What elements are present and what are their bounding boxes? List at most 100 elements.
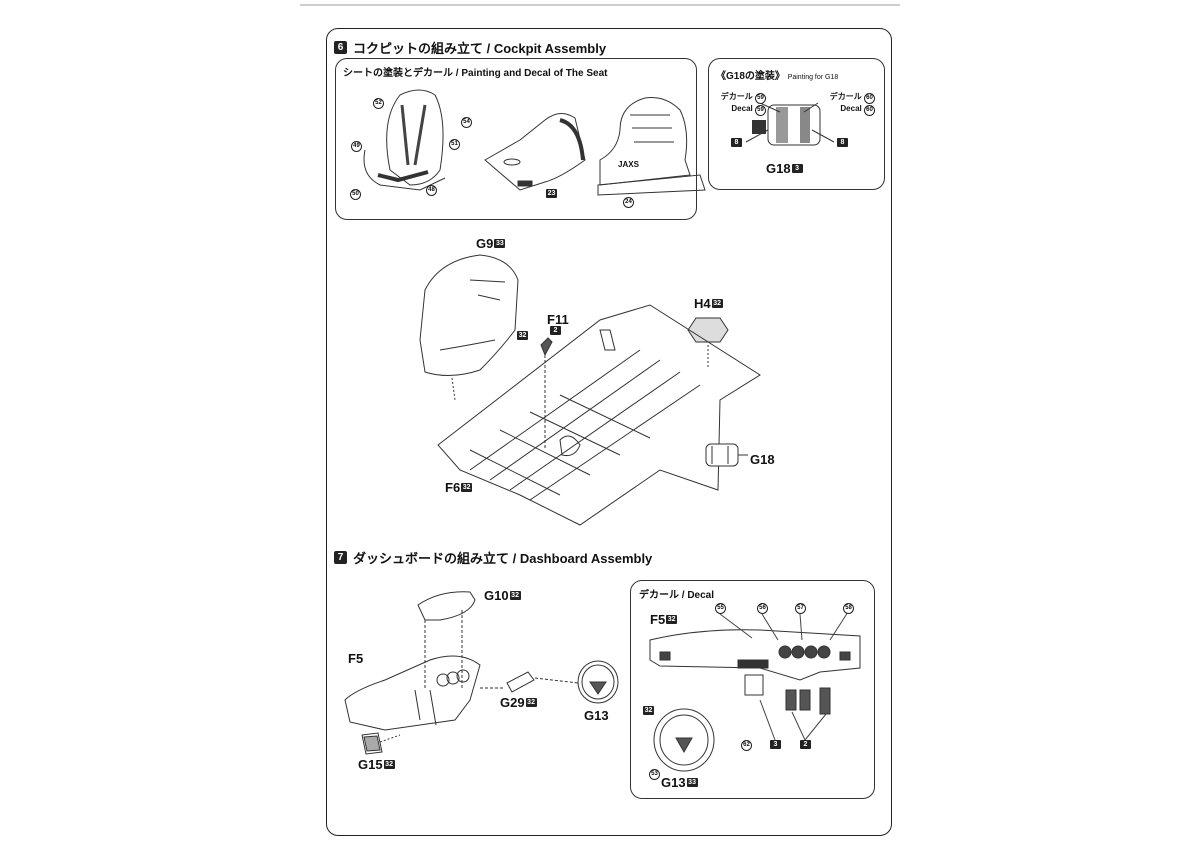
label-f5-text: F5 (348, 651, 364, 666)
g15-part (361, 732, 401, 755)
scan-edge (300, 4, 900, 6)
g18-right-decal-jp: デカール (829, 92, 862, 101)
label-f6-badge: 32 (461, 483, 473, 492)
seat-illustration-rear (597, 97, 706, 196)
decal-label-f5: F5 32 (650, 612, 678, 627)
callout-58: 58 (843, 603, 854, 614)
decal-label-g13-text: G13 (661, 775, 686, 790)
g18-painting-title-jp: 《G18の塗装》 (716, 71, 785, 82)
label-f11: F11 (547, 312, 569, 327)
callout-62: 62 (741, 740, 752, 751)
seat-logo: JAXS (618, 160, 639, 169)
callout-24: 24 (623, 197, 634, 208)
g18-painting-part-badge: 3 (791, 164, 803, 173)
g18-color-badge-right: 8 (837, 138, 848, 147)
g18-left-decal-en: Decal (731, 104, 753, 113)
label-g10: G10 32 (484, 588, 521, 603)
label-g9-badge: 33 (494, 239, 506, 248)
callout-51: 51 (449, 139, 460, 150)
g18-left-decal-jp: デカール (720, 92, 753, 101)
page-frame (326, 28, 892, 836)
label-g9: G9 33 (476, 236, 506, 251)
label-g9-text: G9 (476, 236, 494, 251)
decal-label-f5-badge: 32 (666, 615, 678, 624)
step-7-number: 7 (334, 551, 347, 564)
label-g15-text: G15 (358, 757, 383, 772)
callout-53: 53 (649, 769, 660, 780)
decal-box-title: デカール / Decal (639, 590, 715, 601)
decal-label-g13-badge: 33 (686, 778, 698, 787)
label-f5: F5 (348, 651, 363, 666)
h4-part (687, 317, 729, 368)
g29-part (480, 671, 579, 693)
f11-lever (540, 337, 553, 450)
callout-57: 57 (795, 603, 806, 614)
callout-48: 48 (426, 185, 437, 196)
step-7-title: ダッシュボードの組み立て / Dashboard Assembly (353, 551, 653, 566)
decal-badge-2: 2 (800, 740, 811, 749)
g13-wheel (577, 660, 619, 704)
seat-decal-box-title: シートの塗装とデカール / Painting and Decal of The … (343, 68, 608, 79)
label-g10-text: G10 (484, 588, 509, 603)
decal-label-g13: G13 33 (661, 775, 698, 790)
label-h4: H4 32 (694, 296, 723, 311)
callout-60a: 60 (864, 93, 875, 104)
callout-54: 54 (461, 117, 472, 128)
label-h4-text: H4 (694, 296, 711, 311)
callout-50: 50 (350, 189, 361, 200)
g18-painting-part: G18 (766, 161, 791, 176)
seat-illustration-side (484, 113, 586, 191)
label-g18-text: G18 (750, 452, 775, 467)
g18-painting-title-en: Painting for G18 (787, 74, 839, 81)
callout-55: 55 (715, 603, 726, 614)
g18-left-decal-label: デカール 59 Decal 59 (716, 92, 766, 116)
decal-box (630, 580, 875, 799)
label-f11-text: F11 (547, 312, 569, 327)
label-f11-side-badge: 32 (517, 331, 528, 340)
label-g15-badge: 32 (383, 760, 395, 769)
decal-wheel-badge: 32 (643, 706, 654, 715)
label-g18: G18 (750, 452, 775, 467)
label-h4-badge: 32 (711, 299, 723, 308)
step-6-number: 6 (334, 41, 347, 54)
decal-label-f5-text: F5 (650, 612, 666, 627)
label-g15: G15 32 (358, 757, 395, 772)
seat-illustration-belts (363, 89, 446, 191)
g18-painting-box (708, 58, 885, 190)
callout-60b: 60 (864, 105, 875, 116)
g9-seat (419, 254, 519, 401)
label-g13: G13 (584, 708, 609, 723)
g18-painting-part-label: G18 3 (766, 161, 803, 176)
decal-badge-3: 3 (770, 740, 781, 749)
f6-floor-pan (437, 304, 761, 526)
g18-right-decal-en: Decal (840, 104, 862, 113)
g18-part (705, 443, 748, 467)
decal-wheel (653, 708, 715, 772)
g10-part (417, 591, 476, 690)
callout-59b: 59 (755, 105, 766, 116)
decal-dashboard (649, 629, 861, 715)
g18-painting-title: 《G18の塗装》 Painting for G18 (716, 67, 838, 82)
callout-49: 49 (351, 141, 362, 152)
label-f6-text: F6 (445, 480, 461, 495)
label-g29-text: G29 (500, 695, 525, 710)
g18-color-badge-left: 8 (731, 138, 742, 147)
label-g10-badge: 32 (509, 591, 521, 600)
step-6-heading: 6 コクピットの組み立て / Cockpit Assembly (334, 38, 606, 57)
g18-right-decal-label: デカール 60 Decal 60 (820, 92, 875, 116)
label-g13-text: G13 (584, 708, 609, 723)
callout-52: 52 (373, 98, 384, 109)
label-f11-badge: 2 (550, 326, 561, 335)
step-6-title: コクピットの組み立て / Cockpit Assembly (353, 41, 607, 56)
g18-painted-part (745, 102, 835, 146)
f5-dashboard (344, 655, 481, 731)
seat-decal-box (335, 58, 697, 220)
label-g29: G29 32 (500, 695, 537, 710)
step-7-heading: 7 ダッシュボードの組み立て / Dashboard Assembly (334, 548, 652, 567)
label-g29-badge: 32 (525, 698, 537, 707)
label-f6: F6 32 (445, 480, 473, 495)
callout-23: 23 (546, 189, 557, 198)
callout-59a: 59 (755, 93, 766, 104)
callout-56: 56 (757, 603, 768, 614)
